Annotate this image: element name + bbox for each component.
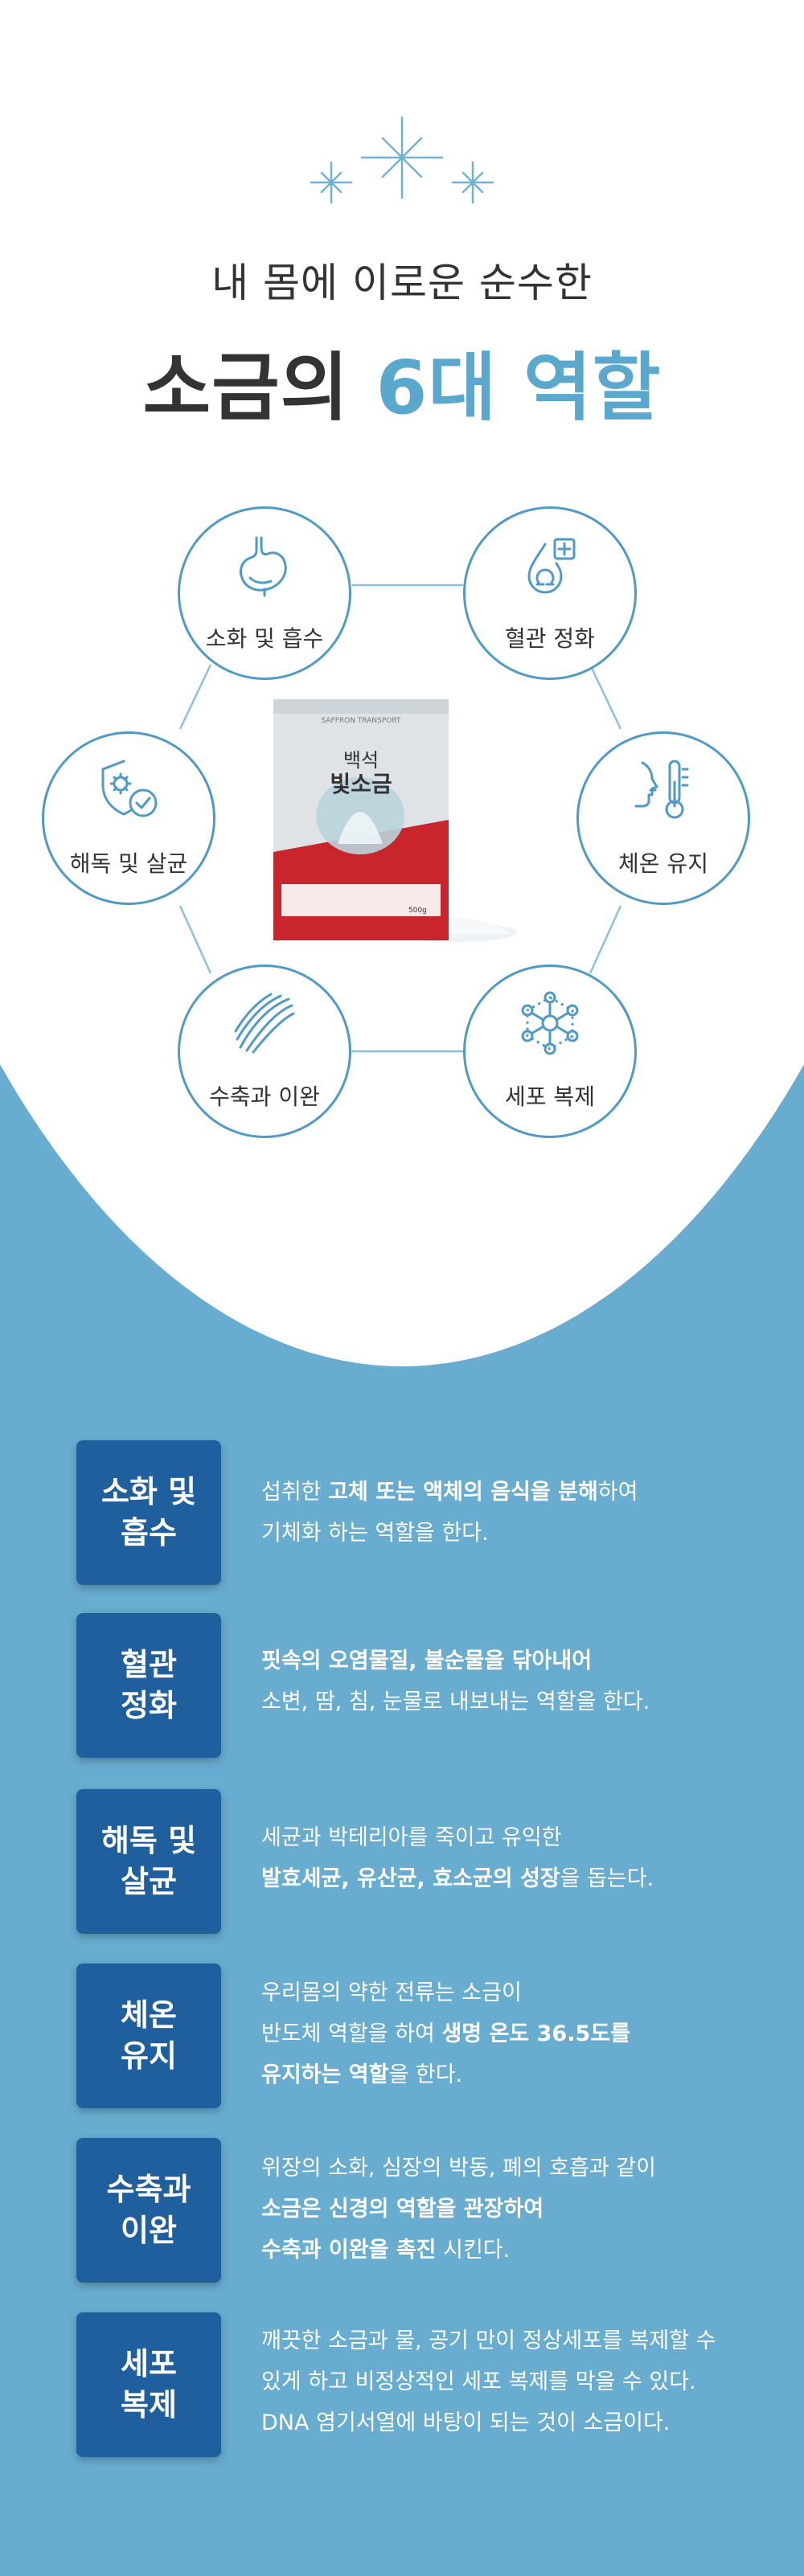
- stomach-icon: [239, 536, 287, 597]
- circle-label: 소화 및 흡수: [205, 625, 324, 652]
- description-text: 있게 하고 비정상적인 세포 복제를 막을 수 있다.: [261, 2369, 696, 2394]
- description-text: 하여: [597, 1480, 638, 1505]
- circle-label: 수축과 이완: [209, 1083, 320, 1110]
- description-text: 우리몸의 약한 전류는 소금이: [261, 1980, 522, 2005]
- role-title-line: 해독 및: [100, 1822, 197, 1858]
- title-accent: 6대 역할: [375, 345, 662, 431]
- sparkle-icon: [310, 116, 494, 204]
- role-title-line: 이완: [121, 2213, 177, 2248]
- role-title-line: 흡수: [121, 1515, 177, 1550]
- description-text: 을 돕는다.: [560, 1865, 654, 1891]
- muscle-icon: [234, 993, 295, 1054]
- emphasis-text: 유지하는 역할: [261, 2062, 389, 2087]
- description-text: 깨끗한 소금과 물, 공기 만이 정상세포를 복제할 수: [261, 2328, 716, 2353]
- description-line: 소금은 신경의 역할을 관장하여: [261, 2189, 776, 2230]
- description-text: 위장의 소화, 심장의 박동, 폐의 호흡과 같이: [261, 2156, 656, 2181]
- role-title-line: 소화 및: [100, 1473, 197, 1509]
- blood-drop-plus-icon: [527, 538, 576, 594]
- circle-digestion: 소화 및 흡수: [178, 506, 351, 680]
- product-pouch: SAFFRON TRANSPORT 백석 빛소금 500g: [272, 699, 537, 948]
- circle-label: 혈관 정화: [505, 625, 595, 652]
- role-title-line: 세포: [121, 2345, 177, 2381]
- description-text: 반도체 역할을 하여: [261, 2021, 442, 2046]
- description-text: 을 한다.: [388, 2062, 463, 2087]
- emphasis-text: 고체 또는 액체의 음식을 분해: [328, 1480, 598, 1505]
- hexagon-lines: [178, 584, 622, 1053]
- description-line: 소변, 땀, 침, 눈물로 내보내는 역할을 한다.: [261, 1682, 776, 1723]
- description-line: 깨끗한 소금과 물, 공기 만이 정상세포를 복제할 수: [261, 2321, 776, 2362]
- role-title-line: 수축과: [106, 2171, 191, 2207]
- circle-cell-replication: 세포 복제: [463, 964, 637, 1138]
- emphasis-text: 생명 온도 36.5도를: [441, 2021, 630, 2046]
- description-line: 섭취한 고체 또는 액체의 음식을 분해하여: [261, 1472, 776, 1513]
- role-title-line: 체온: [121, 1997, 177, 2033]
- description-text: 기체화 하는 역할을 한다.: [261, 1520, 489, 1546]
- thermometer-face-icon: [634, 760, 689, 819]
- description-text: DNA 염기서열에 바탕이 되는 것이 소금이다.: [261, 2410, 671, 2435]
- product-weight: 500g: [408, 907, 427, 915]
- description-line: 우리몸의 약한 전류는 소금이: [261, 1973, 776, 2014]
- circle-label: 체온 유지: [618, 850, 708, 877]
- product-brand: SAFFRON TRANSPORT: [321, 717, 401, 725]
- emphasis-text: 소금은 신경의 역할을 관장하여: [261, 2196, 544, 2222]
- circle-label: 해독 및 살균: [69, 850, 188, 877]
- product-name-line2: 빛소금: [330, 771, 392, 797]
- white-arc-background: [0, 0, 804, 1366]
- description-line: 기체화 하는 역할을 한다.: [261, 1513, 776, 1554]
- title-main: 소금의: [142, 345, 376, 431]
- role-title-line: 살균: [121, 1864, 177, 1899]
- description-line: 세균과 박테리아를 죽이고 유익한: [261, 1818, 776, 1859]
- circle-detox-sterilization: 해독 및 살균: [42, 731, 215, 905]
- subtitle: 내 몸에 이로운 순수한: [211, 260, 593, 306]
- page-title: 소금의 6대 역할: [0, 328, 804, 435]
- description-line: 수축과 이완을 촉진 시킨다.: [261, 2230, 776, 2271]
- role-title-line: 유지: [121, 2038, 177, 2074]
- description-text: 시킨다.: [436, 2237, 511, 2263]
- shield-bacteria-check-icon: [101, 760, 158, 817]
- description-text: 소변, 땀, 침, 눈물로 내보내는 역할을 한다.: [261, 1689, 650, 1714]
- role-title-line: 혈관: [121, 1646, 177, 1682]
- description-line: 위장의 소화, 심장의 박동, 폐의 호흡과 같이: [261, 2148, 776, 2189]
- cell-network-icon: [521, 991, 579, 1055]
- circle-label: 세포 복제: [505, 1083, 595, 1110]
- circle-blood-purification: 혈관 정화: [463, 506, 637, 680]
- description-text: 세균과 박테리아를 죽이고 유익한: [261, 1825, 562, 1850]
- description-line: DNA 염기서열에 바탕이 되는 것이 소금이다.: [261, 2403, 776, 2444]
- emphasis-text: 수축과 이완을 촉진: [261, 2237, 437, 2263]
- description-line: 있게 하고 비정상적인 세포 복제를 막을 수 있다.: [261, 2362, 776, 2403]
- description-text: 섭취한: [261, 1480, 329, 1505]
- description-line: 발효세균, 유산균, 효소균의 성장을 돕는다.: [261, 1859, 776, 1900]
- circle-contraction-relaxation: 수축과 이완: [178, 964, 351, 1138]
- description-line: 유지하는 역할을 한다.: [261, 2055, 776, 2096]
- circle-body-temperature: 체온 유지: [576, 731, 750, 905]
- emphasis-text: 발효세균, 유산균, 효소균의 성장: [261, 1865, 560, 1891]
- role-title-line: 정화: [121, 1688, 177, 1723]
- product-name-line1: 백석: [343, 749, 379, 772]
- description-line: 핏속의 오염물질, 불순물을 닦아내어: [261, 1641, 776, 1682]
- emphasis-text: 핏속의 오염물질, 불순물을 닦아내어: [261, 1648, 593, 1673]
- description-line: 반도체 역할을 하여 생명 온도 36.5도를: [261, 2014, 776, 2055]
- role-title-line: 복제: [121, 2387, 177, 2422]
